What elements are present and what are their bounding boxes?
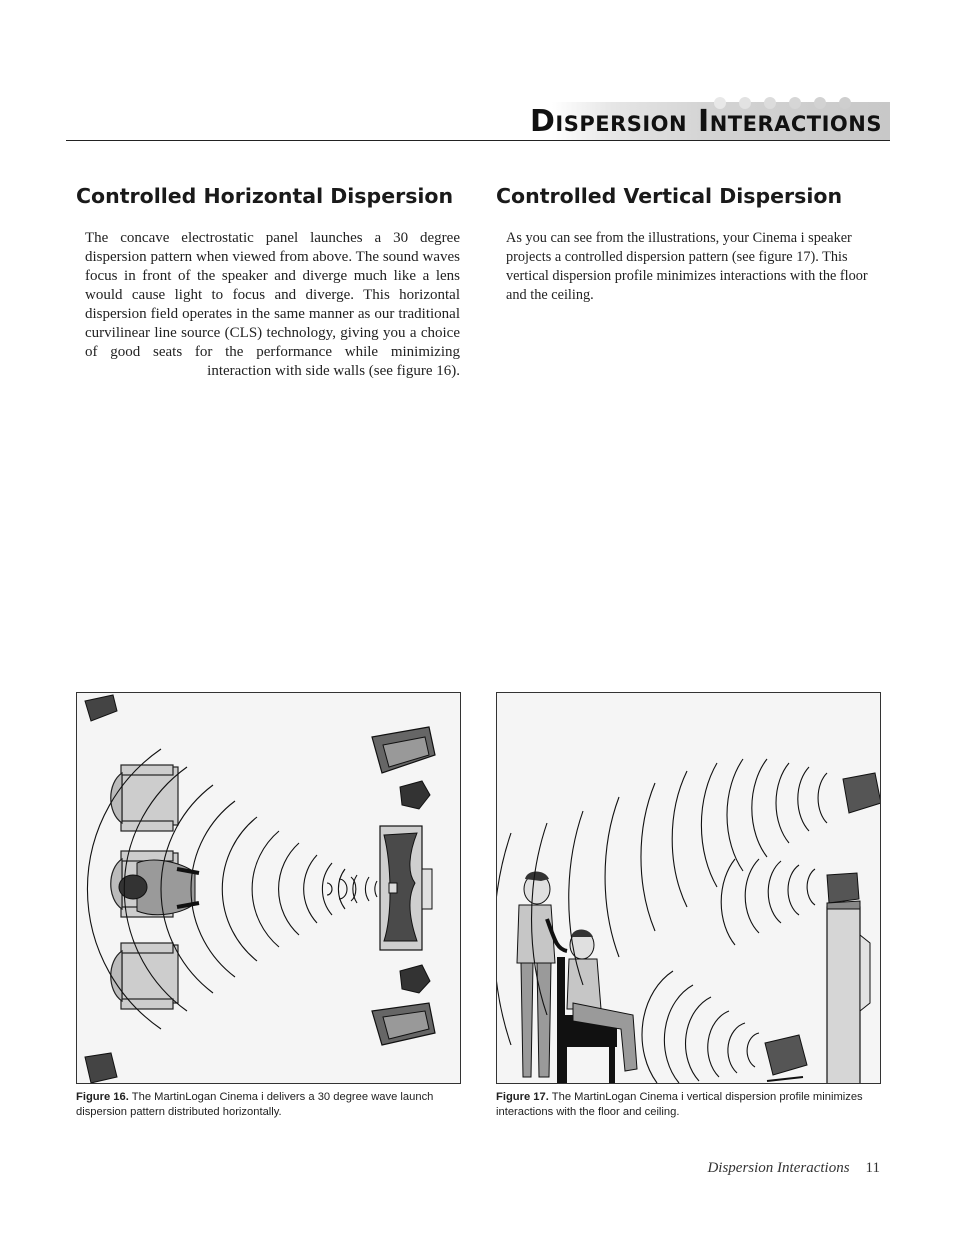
figure-16-label: Figure 16. [76, 1091, 129, 1103]
figure-16-illustration [76, 692, 461, 1084]
figure-17-caption: Figure 17. The MartinLogan Cinema i vert… [496, 1090, 886, 1120]
page-footer: Dispersion Interactions 11 [707, 1160, 880, 1177]
figure-17-caption-text: The MartinLogan Cinema i vertical disper… [496, 1091, 863, 1118]
header-divider [66, 140, 890, 141]
header-decoration [714, 97, 851, 109]
page-number: 11 [865, 1160, 880, 1176]
footer-section-name: Dispersion Interactions [707, 1160, 850, 1176]
figure-16-caption: Figure 16. The MartinLogan Cinema i deli… [76, 1090, 466, 1120]
horizontal-dispersion-heading: Controlled Horizontal Dispersion [76, 184, 454, 208]
horizontal-dispersion-text: The concave electrostatic panel launches… [85, 230, 460, 379]
figure-16-caption-text: The MartinLogan Cinema i delivers a 30 d… [76, 1091, 434, 1118]
vertical-dispersion-text: As you can see from the illustrations, y… [506, 230, 868, 303]
figure-17-illustration [496, 692, 881, 1084]
page-title: Dispersion Interactions [530, 104, 882, 139]
figure-17-label: Figure 17. [496, 1091, 549, 1103]
vertical-dispersion-heading: Controlled Vertical Dispersion [496, 184, 843, 208]
